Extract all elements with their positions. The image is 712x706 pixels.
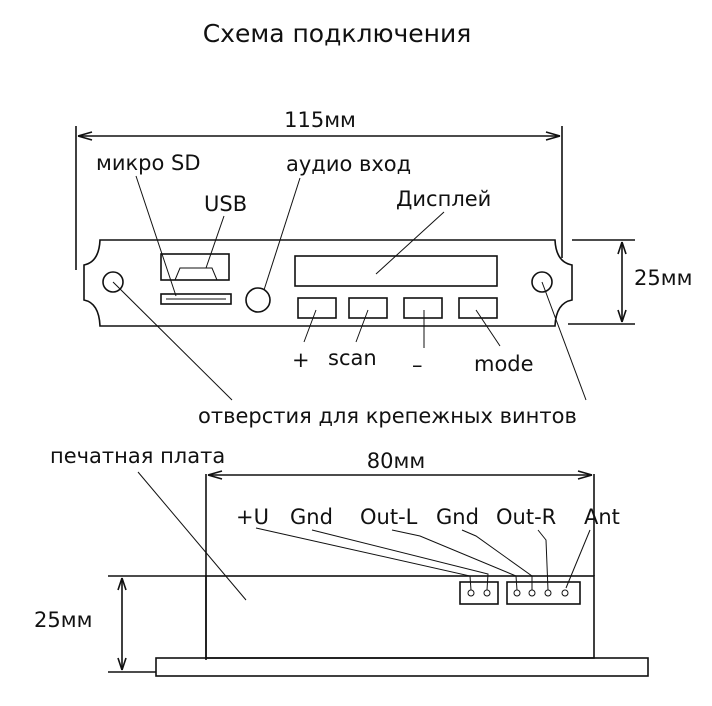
board-height-label: 25мм: [34, 608, 92, 632]
audio-antenna-connector: [506, 581, 581, 605]
pcb-body: [205, 575, 595, 659]
button-minus: [403, 297, 443, 319]
button-mode-label: mode: [474, 352, 534, 376]
usb-label: USB: [204, 192, 247, 216]
pin-label-u: +U: [236, 505, 269, 529]
front-panel-outline: [83, 239, 573, 327]
mounting-hole-right: [531, 271, 553, 293]
pin-leader-lines: [255, 527, 591, 591]
diagram-title: Схема подключения: [203, 19, 472, 48]
pin-label-gnd-1: Gnd: [290, 505, 333, 529]
front-panel-view: 115мм 25мм мик: [75, 108, 692, 428]
button-plus: [297, 297, 337, 319]
front-width-dimension: 115мм: [75, 108, 563, 270]
audio-jack: [245, 287, 271, 313]
pin-label-out-r: Out-R: [496, 505, 556, 529]
pin-label-gnd-2: Gnd: [436, 505, 479, 529]
button-scan-label: scan: [328, 346, 377, 370]
pin-label-ant: Ant: [584, 505, 620, 529]
pcb-base-plate: [155, 657, 649, 677]
pin-label-out-l: Out-L: [360, 505, 418, 529]
button-scan: [348, 297, 388, 319]
micro-sd-slot: [160, 293, 232, 305]
board-width-dimension: 80мм: [205, 449, 595, 660]
board-height-dimension: 25мм: [34, 575, 206, 673]
display-window: [294, 255, 498, 287]
display-label: Дисплей: [396, 187, 491, 211]
board-side-view: печатная плата 80мм 25мм: [34, 444, 649, 677]
button-plus-label: +: [292, 348, 310, 372]
front-height-label: 25мм: [634, 266, 692, 290]
mounting-holes-label: отверстия для крепежных винтов: [198, 404, 577, 428]
board-width-label: 80мм: [367, 449, 425, 473]
front-width-label: 115мм: [284, 108, 356, 132]
power-connector: [459, 581, 499, 605]
micro-sd-label: микро SD: [96, 151, 201, 175]
audio-in-label: аудио вход: [286, 152, 411, 176]
front-leader-lines: [112, 175, 587, 401]
board-label: печатная плата: [50, 444, 225, 468]
mounting-hole-left: [102, 271, 124, 293]
usb-port: [160, 253, 230, 281]
button-mode: [458, 297, 498, 319]
button-minus-label: –: [412, 353, 423, 377]
front-height-dimension: 25мм: [568, 239, 692, 325]
